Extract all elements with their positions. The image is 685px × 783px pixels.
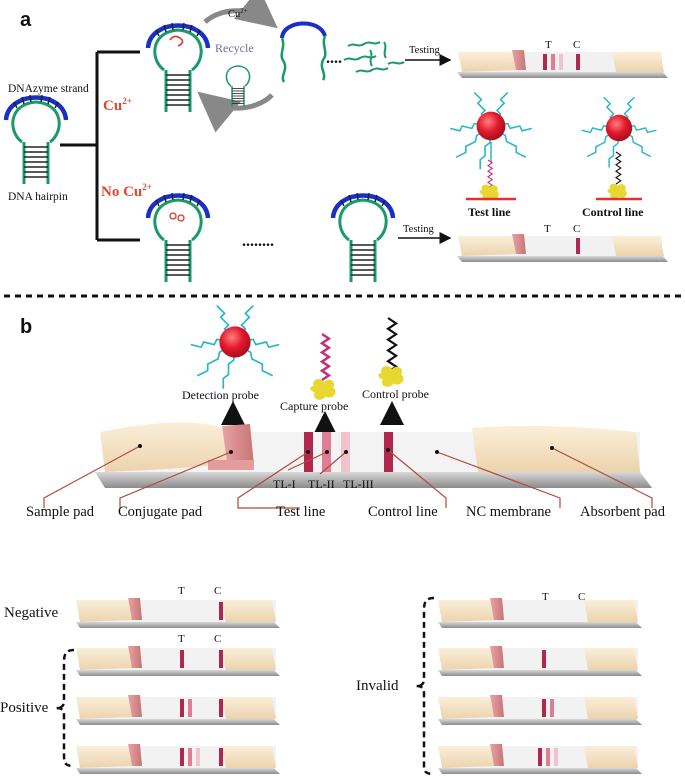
detection-probe-icon bbox=[189, 304, 281, 390]
positive-brace bbox=[55, 648, 75, 768]
pos-strip-2-band-0 bbox=[180, 699, 184, 717]
pos-C-label: C bbox=[214, 633, 221, 645]
test-line-label-b: Test line bbox=[276, 504, 325, 520]
inv-strip-1-band-0 bbox=[542, 650, 546, 668]
pos-T-label: T bbox=[178, 633, 185, 645]
dna-hairpin-label: DNA hairpin bbox=[8, 191, 68, 203]
test-line-label-a: Test line bbox=[468, 205, 511, 219]
pos-strip-3-band-2 bbox=[196, 748, 200, 766]
control-probe-strand bbox=[386, 316, 398, 374]
strip-top-C: C bbox=[573, 39, 580, 51]
pos-strip-1-band-0 bbox=[180, 650, 184, 668]
strip-top-a bbox=[457, 50, 668, 78]
inv-strip-2 bbox=[438, 695, 642, 725]
invalid-brace bbox=[415, 596, 435, 776]
results-left bbox=[76, 598, 280, 774]
inv-strip-3-band-2 bbox=[554, 748, 558, 766]
capture-probe-blob bbox=[310, 379, 336, 400]
invalid-label: Invalid bbox=[356, 678, 399, 694]
absorbent-pad-label: Absorbent pad bbox=[580, 504, 666, 520]
control-line-label-a: Control line bbox=[582, 205, 644, 219]
positive-label: Positive bbox=[0, 700, 49, 716]
inv-strip-1 bbox=[438, 646, 642, 676]
neg-strip bbox=[76, 598, 280, 628]
control-probe-label: Control probe bbox=[362, 387, 429, 401]
neg-strip-band-0 bbox=[219, 602, 223, 620]
capture-probe-strand bbox=[320, 332, 331, 382]
sample-pad-label: Sample pad bbox=[26, 504, 95, 520]
tl1-label: TL-I bbox=[273, 477, 296, 491]
no-cu-branch-label: No Cu2+ bbox=[101, 182, 152, 200]
cu-arrow-label: Cu2+ bbox=[228, 7, 248, 20]
pos-strip-1 bbox=[76, 646, 280, 676]
capture-probe-label: Capture probe bbox=[280, 399, 348, 413]
control-probe-blob bbox=[378, 366, 404, 387]
testing-label-top: Testing bbox=[409, 45, 441, 56]
results-right bbox=[438, 598, 642, 774]
recycle-arrow-bottom bbox=[197, 91, 274, 133]
testing-label-bottom: Testing bbox=[403, 224, 435, 235]
test-line-illustration bbox=[449, 91, 533, 201]
leader-dots bbox=[138, 444, 554, 454]
uncleaved-complex-2 bbox=[333, 193, 393, 284]
detection-probe-label: Detection probe bbox=[182, 388, 259, 402]
inv-strip-2-band-0 bbox=[542, 699, 546, 717]
inv-T-label: T bbox=[542, 591, 549, 603]
panel-b-label: b bbox=[20, 316, 32, 338]
pos-strip-2-band-1 bbox=[188, 699, 192, 717]
pos-strip-3-band-3 bbox=[219, 748, 223, 766]
inv-strip-3-band-1 bbox=[546, 748, 550, 766]
strip-bottom-C: C bbox=[573, 223, 580, 235]
neg-T-label: T bbox=[178, 585, 185, 597]
control-line-label-b: Control line bbox=[368, 504, 438, 520]
dna-fragments bbox=[343, 41, 405, 73]
control-line-illustration bbox=[580, 96, 658, 201]
nc-membrane-label: NC membrane bbox=[466, 504, 551, 520]
pos-strip-3-band-0 bbox=[180, 748, 184, 766]
recycle-label: Recycle bbox=[215, 41, 254, 55]
leader-lines bbox=[43, 445, 653, 509]
uncleaved-complex bbox=[148, 193, 208, 284]
panel-a-label: a bbox=[20, 9, 32, 31]
inv-strip-3 bbox=[438, 744, 642, 774]
released-dnazyme bbox=[280, 21, 327, 83]
inv-C-label: C bbox=[578, 591, 585, 603]
recycle-hairpin bbox=[225, 65, 251, 108]
inv-strip-2-band-1 bbox=[550, 699, 554, 717]
strip-bottom-a bbox=[457, 234, 668, 262]
conjugate-pad-label: Conjugate pad bbox=[118, 504, 203, 520]
inv-strip-0 bbox=[438, 598, 642, 628]
tl2-label: TL-II bbox=[308, 477, 335, 491]
hairpin-dnazyme-complex bbox=[6, 95, 66, 186]
strip-top-T: T bbox=[545, 39, 552, 51]
pos-strip-2 bbox=[76, 695, 280, 725]
strip-bottom-T: T bbox=[544, 223, 551, 235]
cleavage-complex bbox=[148, 23, 208, 114]
neg-C-label: C bbox=[214, 585, 221, 597]
inv-strip-3-band-0 bbox=[538, 748, 542, 766]
dnazyme-strand-label: DNAzyme strand bbox=[8, 83, 89, 95]
cu-branch-label: Cu2+ bbox=[103, 96, 132, 114]
dots-bottom: ........ bbox=[242, 233, 274, 250]
negative-label: Negative bbox=[4, 605, 58, 621]
pos-strip-3 bbox=[76, 744, 280, 774]
recycle-arrow-top bbox=[203, 0, 278, 29]
pos-strip-3-band-1 bbox=[188, 748, 192, 766]
pos-strip-1-band-1 bbox=[219, 650, 223, 668]
tl3-label: TL-III bbox=[343, 477, 374, 491]
branch-bracket bbox=[60, 50, 140, 242]
pos-strip-2-band-2 bbox=[219, 699, 223, 717]
dots-top: .... bbox=[326, 50, 342, 67]
